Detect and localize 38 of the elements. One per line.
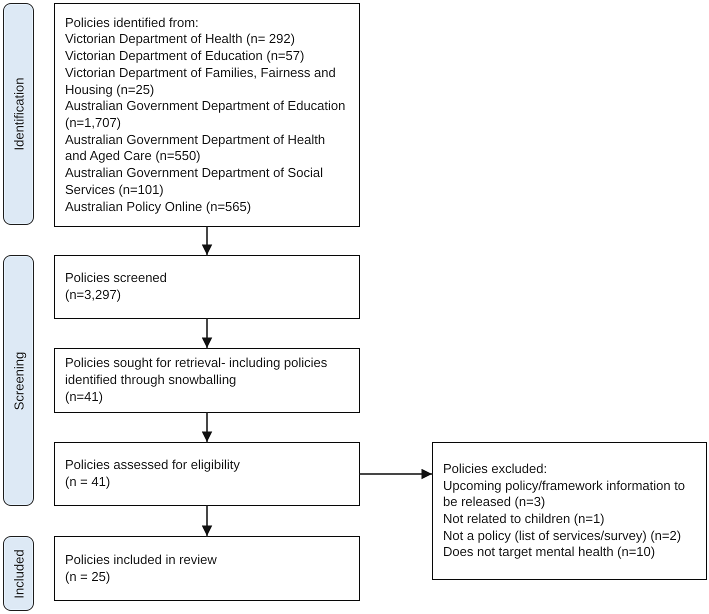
box-text: Australian Government Department of Social Services (n=101) (65, 165, 324, 199)
process-box (54, 348, 360, 413)
box-heading: Policies assessed for eligibility (65, 457, 241, 474)
stage-label: Included (11, 548, 26, 598)
exclusion-box (432, 442, 707, 580)
arrow (360, 468, 432, 480)
stage-band (3, 255, 34, 506)
box-heading: Policies sought for retrieval- including policies identified through snowballing (65, 355, 328, 389)
box-text: (n=41) (65, 388, 104, 406)
stage-band (3, 3, 34, 225)
box-text: (n = 25) (65, 568, 112, 586)
process-box (54, 255, 360, 319)
box-text: Not a policy (list of services/survey) (n=2) (443, 528, 682, 544)
box-text: Upcoming policy/framework information to be released (n=3) (443, 478, 686, 511)
box-text: (n=3,297) (65, 287, 122, 304)
box-text: Victorian Department of Education (n=57) (65, 48, 306, 65)
arrow (202, 227, 212, 255)
process-box (54, 536, 360, 601)
box-heading: Policies excluded: (443, 460, 548, 478)
stage-label: Identification (11, 78, 26, 150)
arrow (202, 413, 212, 442)
box-text: Australian Government Department of Health and Aged Care (n=550) (65, 132, 326, 166)
process-box (54, 442, 360, 506)
process-box (54, 3, 360, 227)
box-text: (n = 41) (65, 474, 112, 491)
box-text: Australian Policy Online (n=565) (65, 198, 252, 216)
arrow (202, 319, 212, 348)
box-text: Victorian Department of Health (n= 292) (65, 31, 296, 48)
box-heading: Policies identified from: (65, 14, 200, 32)
box-text: Australian Government Department of Education (n=1,707) (65, 98, 346, 132)
arrow (202, 506, 212, 536)
box-heading: Policies screened (65, 270, 168, 287)
box-text: Does not target mental health (n=10) (443, 544, 656, 562)
box-heading: Policies included in review (65, 552, 218, 568)
box-text: Victorian Department of Families, Fairness and Housing (n=25) (65, 64, 337, 98)
stage-band (3, 536, 34, 611)
stage-label: Screening (11, 351, 26, 410)
box-text: Not related to children (n=1) (443, 511, 606, 528)
